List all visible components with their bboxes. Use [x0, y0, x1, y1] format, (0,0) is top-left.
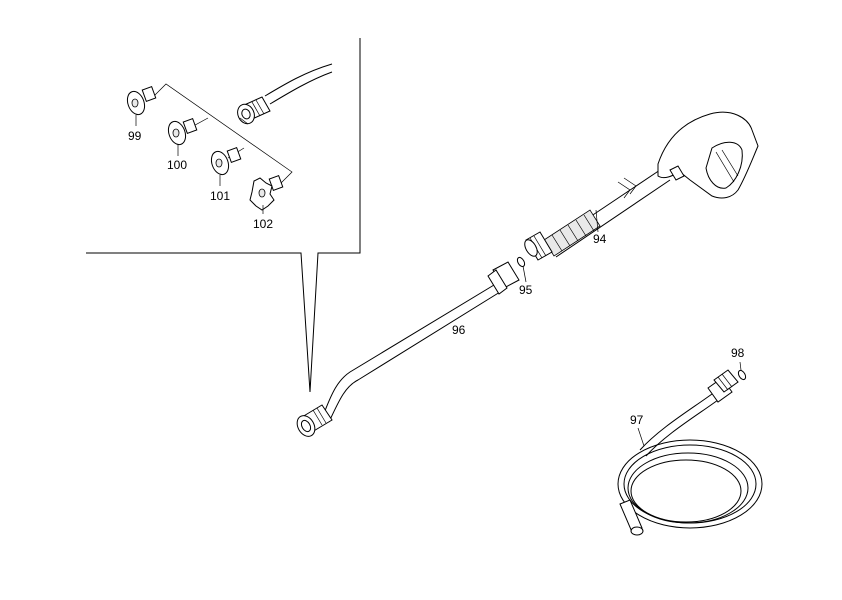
label-99: 99 — [128, 129, 142, 143]
inset-lance-tip — [237, 63, 333, 125]
spray-gun — [524, 111, 759, 261]
nozzle-100 — [167, 118, 198, 156]
high-pressure-hose — [617, 369, 763, 536]
o-ring-95 — [516, 256, 527, 283]
label-94: 94 — [593, 232, 607, 246]
spray-lance — [296, 261, 520, 437]
o-ring-98 — [737, 361, 747, 381]
label-101: 101 — [210, 189, 231, 203]
label-102: 102 — [253, 217, 274, 231]
label-97: 97 — [630, 413, 644, 427]
label-95: 95 — [519, 283, 533, 297]
nozzle-detail-frame — [86, 38, 361, 393]
label-96: 96 — [452, 323, 466, 337]
nozzle-101 — [210, 147, 242, 186]
label-100: 100 — [167, 158, 188, 172]
nozzle-102 — [249, 175, 284, 214]
nozzle-99 — [126, 86, 157, 126]
label-98: 98 — [731, 346, 745, 360]
